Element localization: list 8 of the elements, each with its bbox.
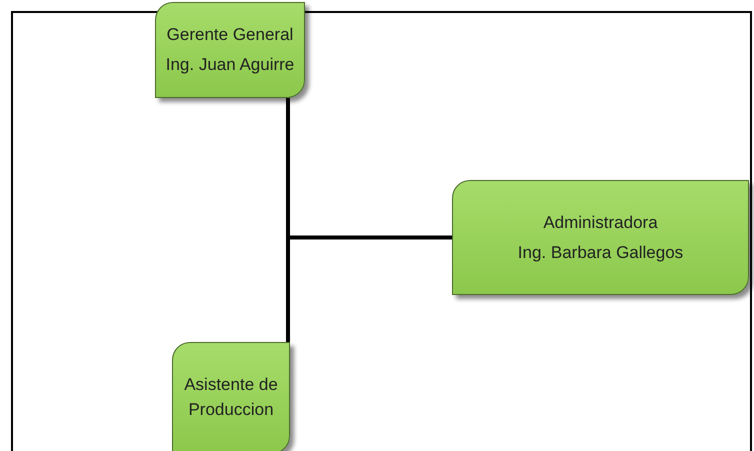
role-title: Gerente General xyxy=(166,24,294,46)
org-box xyxy=(172,342,290,451)
role-title: Administradora xyxy=(543,212,658,234)
person-name: Ing. Barbara Gallegos xyxy=(518,242,684,264)
org-box xyxy=(155,2,305,98)
org-box xyxy=(452,180,749,295)
role-title: Asistente de Produccion xyxy=(183,374,279,421)
person-name: Ing. Juan Aguirre xyxy=(166,54,294,76)
